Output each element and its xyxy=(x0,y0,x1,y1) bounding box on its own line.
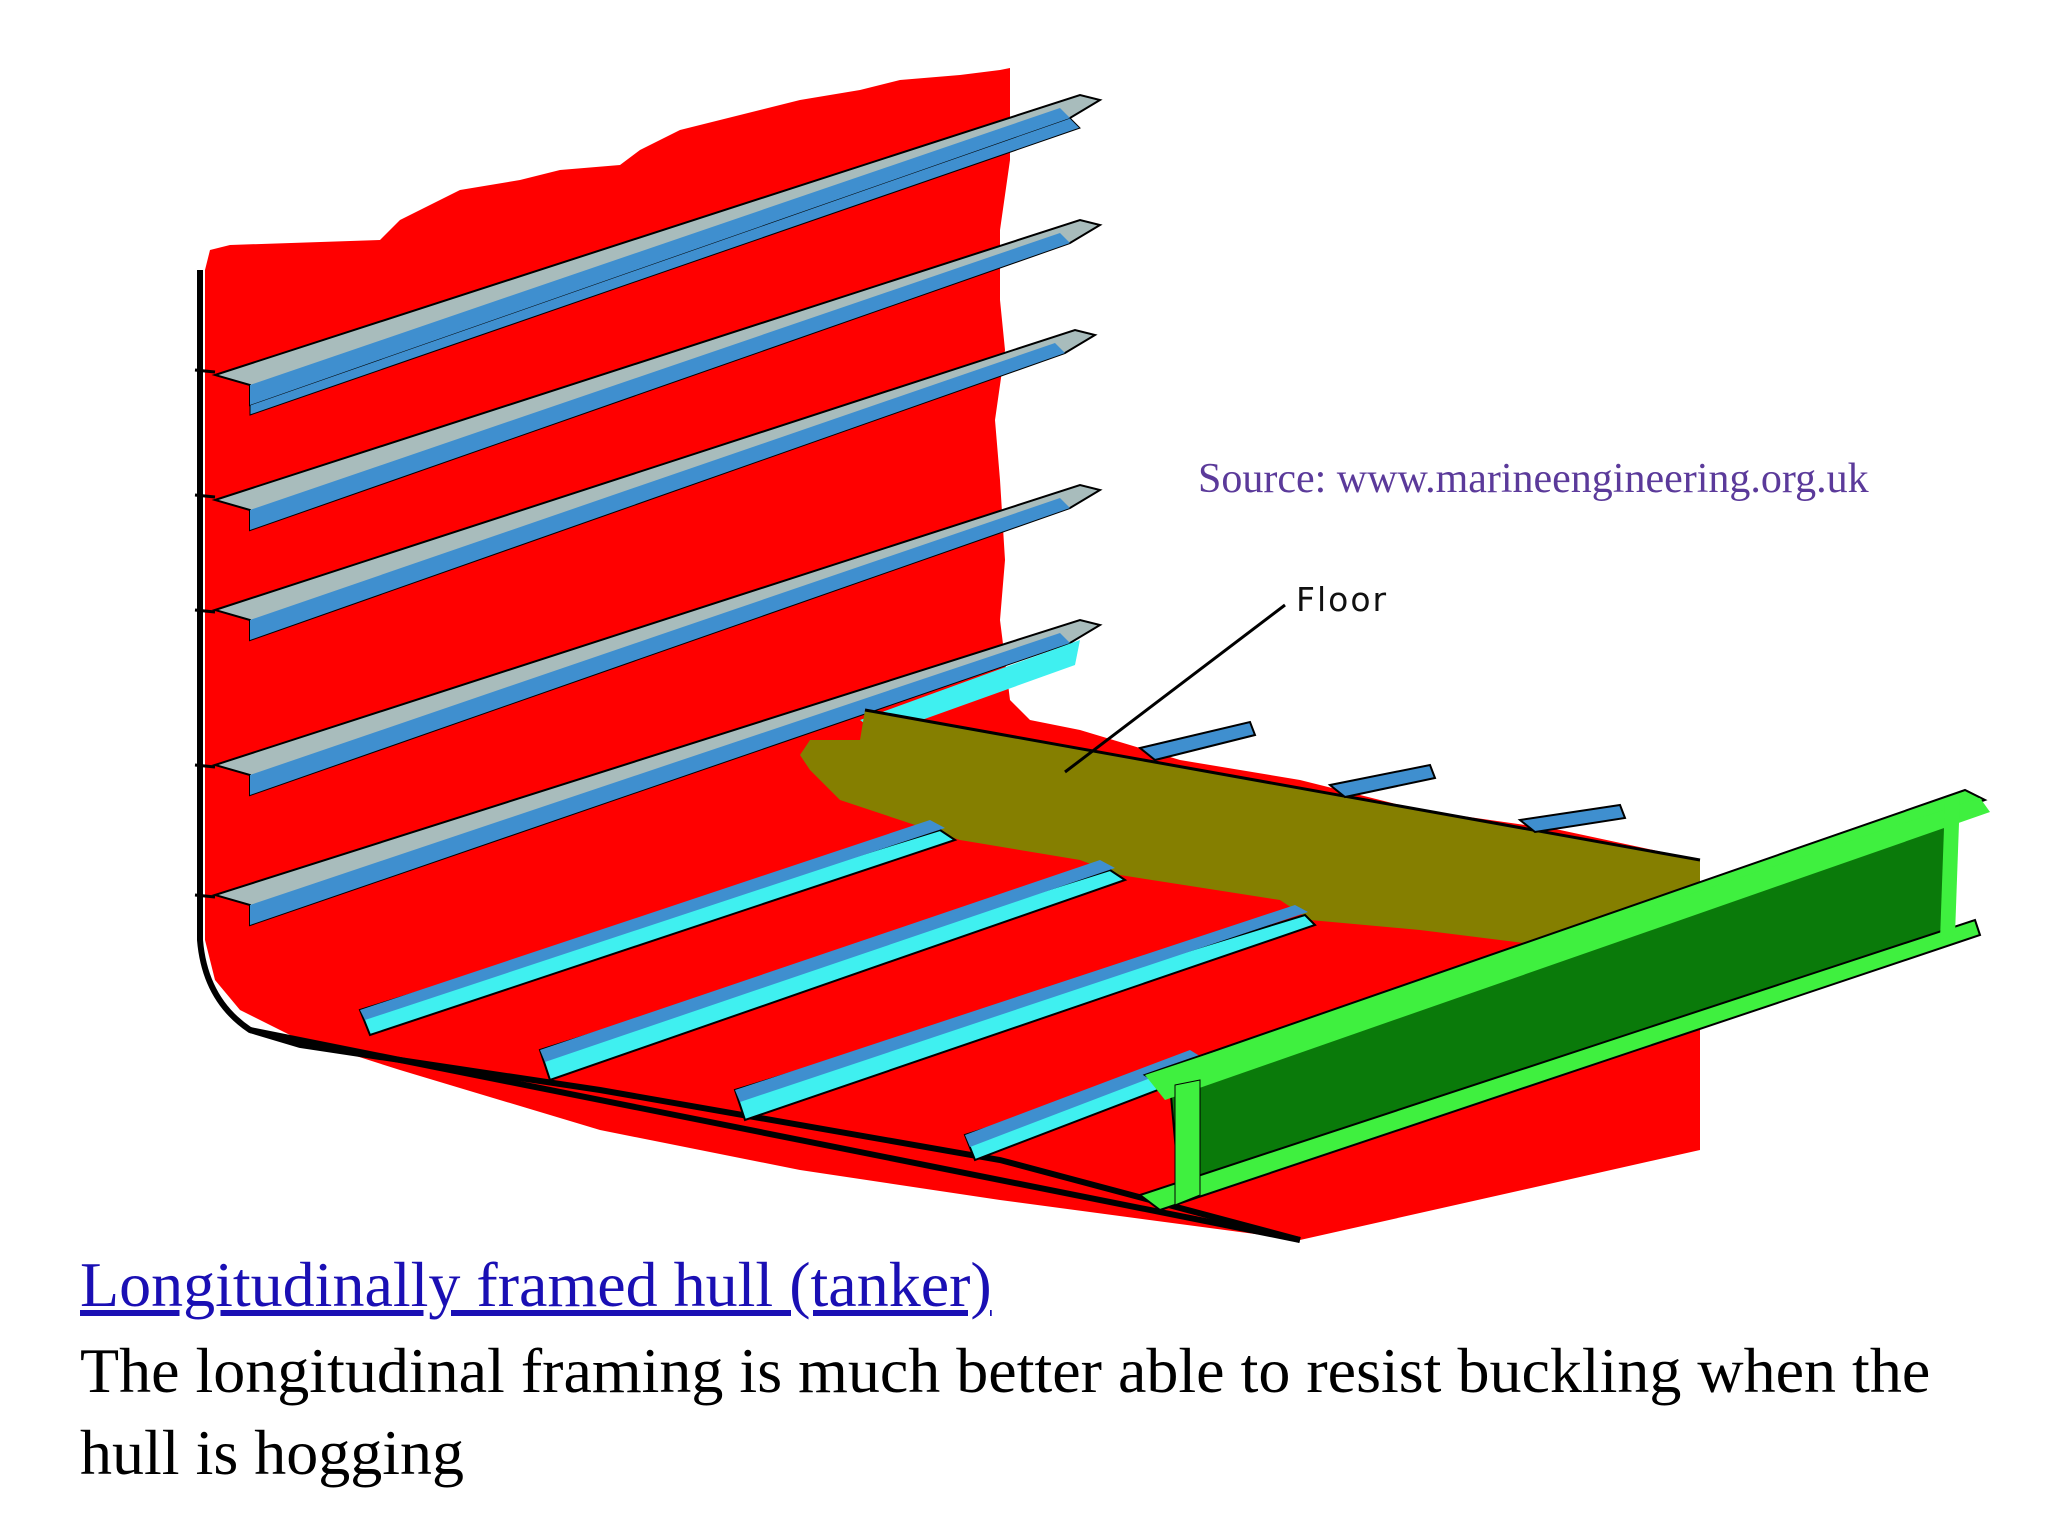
source-credit: Source: www.marineengineering.org.uk xyxy=(1198,456,1869,502)
bottom-longitudinal-3 xyxy=(733,905,1317,1122)
bottom-shell-edge xyxy=(249,1027,1301,1243)
side-longitudinal-3 xyxy=(211,328,1098,642)
frame-ticks xyxy=(194,368,216,899)
floor-leader-line xyxy=(1064,603,1286,774)
longitudinal-stubs xyxy=(1137,720,1627,834)
side-longitudinal-5 xyxy=(211,618,1103,927)
floor-plate xyxy=(800,710,1700,965)
side-shell-edge xyxy=(197,270,1301,1243)
side-longitudinal-4 xyxy=(211,483,1103,797)
side-longitudinal-1 xyxy=(211,93,1103,416)
floor-top-edge xyxy=(864,708,1701,862)
side-longitudinal-2 xyxy=(211,218,1103,532)
caption-title-link[interactable]: Longitudinally framed hull (tanker) xyxy=(80,1249,992,1320)
centre-girder xyxy=(1137,788,1990,1212)
bottom-longitudinal-1 xyxy=(358,820,958,1037)
floor-callout-label: Floor xyxy=(1296,580,1389,619)
caption-body: The longitudinal framing is much better … xyxy=(80,1335,1931,1488)
bottom-longitudinal-2 xyxy=(538,860,1128,1082)
